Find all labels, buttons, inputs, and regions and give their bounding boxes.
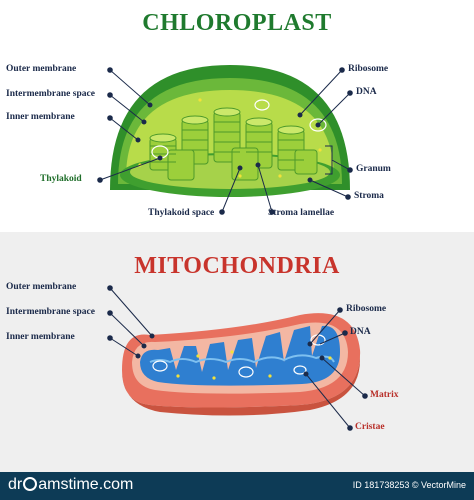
label-chloroplast-ribosome: Ribosome: [348, 64, 389, 74]
label-thylakoid-space: Thylakoid space: [148, 208, 215, 218]
label-mito-ribosome: Ribosome: [346, 304, 387, 314]
label-matrix: Matrix: [370, 390, 399, 400]
label-chloroplast-outer-membrane: Outer membrane: [6, 64, 77, 74]
label-mito-inner-membrane: Inner membrane: [6, 332, 75, 342]
mito-matrix: [140, 325, 340, 386]
label-mito-intermembrane-space: Intermembrane space: [6, 307, 95, 317]
label-chloroplast-dna: DNA: [356, 87, 377, 97]
mitochondria-title: MITOCHONDRIA: [134, 253, 340, 279]
label-chloroplast-intermembrane-space: Intermembrane space: [6, 89, 95, 99]
label-stroma-lamellae: Stroma lamellae: [268, 208, 335, 218]
mito-ribosomes: [176, 350, 332, 380]
diagram-drawing: [97, 65, 368, 431]
mitochondria-illustration: [122, 313, 361, 416]
chloroplast-title: CHLOROPLAST: [142, 10, 332, 36]
label-mito-dna: DNA: [350, 327, 371, 337]
label-mito-outer-membrane: Outer membrane: [6, 282, 77, 292]
label-chloroplast-inner-membrane: Inner membrane: [6, 112, 75, 122]
chloroplast-leader-lines: [97, 67, 353, 215]
mito-dna: [152, 334, 326, 378]
dreamstime-logo-icon: [23, 477, 38, 491]
label-stroma: Stroma: [354, 191, 384, 201]
footer-meta: ID 181738253 © VectorMine: [352, 480, 466, 490]
label-cristae: Cristae: [355, 422, 385, 432]
label-granum: Granum: [356, 164, 391, 174]
chloroplast-illustration: [110, 65, 350, 197]
mito-leader-lines: [107, 285, 368, 431]
label-thylakoid: Thylakoid: [40, 174, 82, 184]
